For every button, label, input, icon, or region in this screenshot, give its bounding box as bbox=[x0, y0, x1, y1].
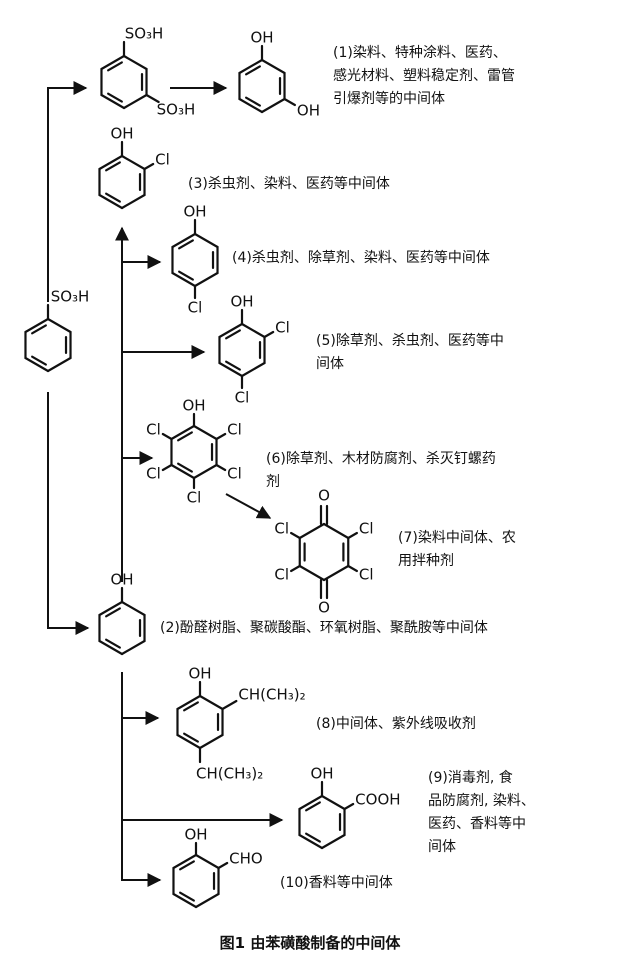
oh-label: OH bbox=[310, 765, 333, 783]
molecule-salicylic-acid: OH COOH bbox=[298, 765, 401, 850]
use-8: (8)中间体、紫外线吸收剂 bbox=[316, 716, 476, 732]
use-3: (3)杀虫剂、染料、医药等中间体 bbox=[188, 176, 390, 192]
oh-label: OH bbox=[250, 29, 273, 47]
cl-label-5: Cl bbox=[146, 421, 161, 439]
arrow-to-phenol bbox=[47, 392, 90, 635]
molecule-benzenedisulfonic-acid: SO₃H SO₃H bbox=[100, 25, 196, 119]
figure-caption: 图1 由苯磺酸制备的中间体 bbox=[219, 934, 401, 952]
oh-label: OH bbox=[110, 571, 133, 589]
use-5: (5)除草剂、杀虫剂、医药等中间体 bbox=[316, 333, 504, 372]
arrow-phenol-down bbox=[121, 672, 162, 887]
so3h-label-top: SO₃H bbox=[125, 25, 164, 43]
use-7: (7)染料中间体、农用拌种剂 bbox=[398, 530, 516, 569]
molecule-2-chlorophenol: OH Cl bbox=[98, 125, 170, 210]
so3h-label-bottom: SO₃H bbox=[157, 101, 196, 119]
cl-label-1: Cl bbox=[275, 319, 290, 337]
use-2: (2)酚醛树脂、聚碳酸酯、环氧树脂、聚酰胺等中间体 bbox=[160, 620, 488, 636]
so3h-label: SO₃H bbox=[51, 288, 90, 306]
molecule-4-chlorophenol: OH Cl bbox=[171, 203, 219, 317]
cl-label: Cl bbox=[155, 151, 170, 169]
cl-label: Cl bbox=[188, 299, 203, 317]
oh-label: OH bbox=[188, 665, 211, 683]
cl-label-4: Cl bbox=[274, 520, 289, 538]
use-9: (9)消毒剂, 食品防腐剂, 染料、医药、香料等中间体 bbox=[428, 770, 535, 855]
cl-label-2: Cl bbox=[235, 389, 250, 407]
isopropyl-label-1: CH(CH₃)₂ bbox=[238, 686, 305, 704]
cl-label-1: Cl bbox=[359, 520, 374, 538]
oh-label-2: OH bbox=[297, 102, 320, 120]
use-1: (1)染料、特种涂料、医药、感光材料、塑料稳定剂、雷管引爆剂等的中间体 bbox=[333, 45, 515, 107]
cl-label-3: Cl bbox=[187, 489, 202, 507]
molecule-benzenesulfonic-acid: SO₃H bbox=[24, 288, 90, 373]
isopropyl-label-2: CH(CH₃)₂ bbox=[196, 765, 263, 783]
cl-label-2: Cl bbox=[359, 566, 374, 584]
use-4: (4)杀虫剂、除草剂、染料、医药等中间体 bbox=[232, 250, 490, 266]
cho-label: CHO bbox=[229, 850, 263, 868]
arrows-layer bbox=[47, 81, 284, 887]
oh-label: OH bbox=[183, 203, 206, 221]
molecule-salicylaldehyde: OH CHO bbox=[172, 826, 263, 909]
cl-label-1: Cl bbox=[227, 421, 242, 439]
oh-label: OH bbox=[184, 826, 207, 844]
use-10: (10)香料等中间体 bbox=[280, 875, 393, 891]
oh-label: OH bbox=[182, 397, 205, 415]
o-label-bottom: O bbox=[318, 599, 330, 617]
cl-label-4: Cl bbox=[146, 465, 161, 483]
molecule-phenol: OH bbox=[98, 571, 146, 656]
cl-label-3: Cl bbox=[274, 566, 289, 584]
molecule-diisopropylphenol: OH CH(CH₃)₂ CH(CH₃)₂ bbox=[176, 665, 306, 783]
use-6: (6)除草剂、木材防腐剂、杀灭钉螺药剂 bbox=[266, 451, 496, 490]
cl-label-2: Cl bbox=[227, 465, 242, 483]
molecule-resorcinol: OH OH bbox=[238, 29, 320, 120]
cooh-label: COOH bbox=[355, 791, 400, 809]
o-label-top: O bbox=[318, 487, 330, 505]
arrow-to-disulfonic bbox=[47, 81, 88, 302]
oh-label: OH bbox=[110, 125, 133, 143]
oh-label: OH bbox=[230, 293, 253, 311]
arrow-to-chloranil bbox=[225, 493, 272, 519]
